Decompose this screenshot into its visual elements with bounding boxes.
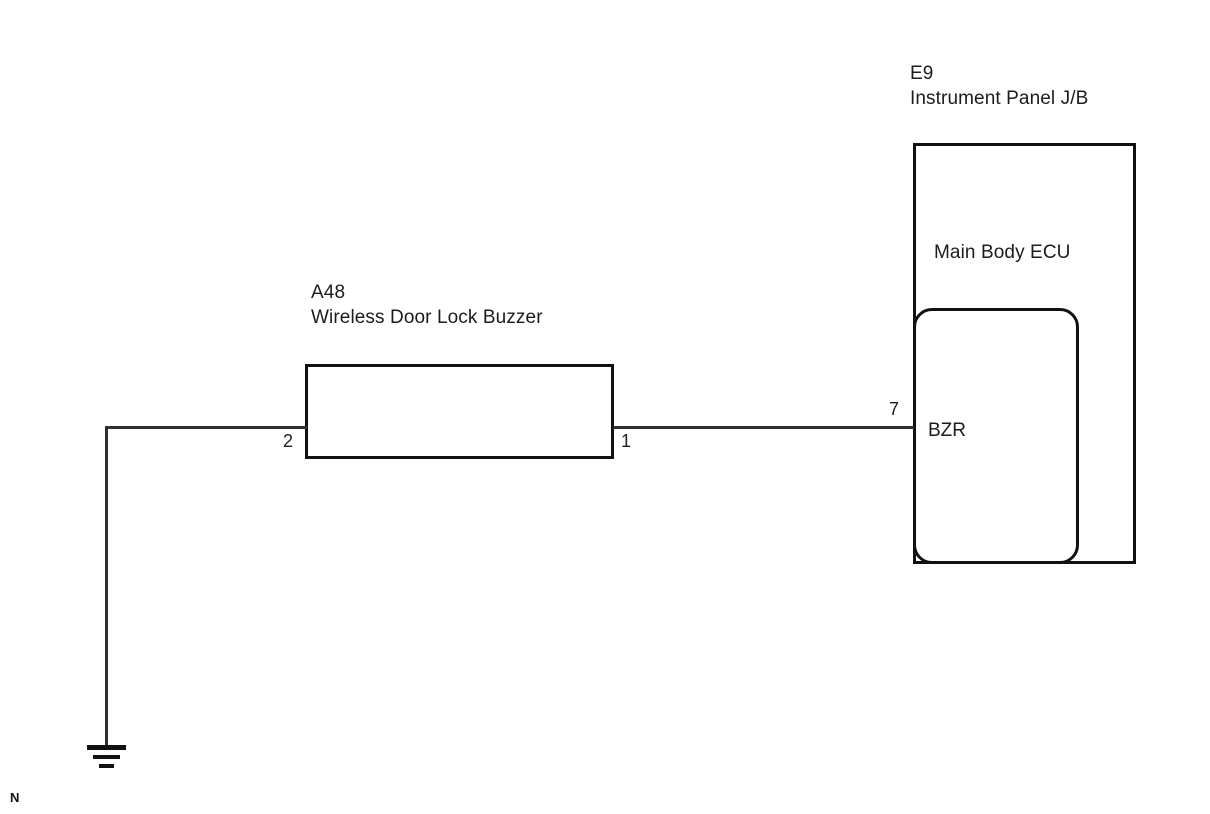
- main-body-ecu-label: Main Body ECU: [934, 242, 1071, 263]
- pin-number-1: 1: [621, 431, 632, 451]
- e9-component-name: Instrument Panel J/B: [910, 88, 1089, 109]
- e9-component-code: E9: [910, 63, 934, 84]
- wireless-door-lock-buzzer-box: [305, 364, 614, 459]
- bzr-terminal-label: BZR: [928, 420, 966, 441]
- sheet-corner-mark: N: [10, 790, 20, 805]
- a48-component-code: A48: [311, 282, 346, 303]
- bzr-connector-block: [913, 308, 1079, 564]
- a48-component-name: Wireless Door Lock Buzzer: [311, 307, 543, 328]
- ground-bar-top: [87, 745, 126, 750]
- pin-number-2: 2: [283, 431, 294, 451]
- ground-bar-middle: [93, 755, 120, 759]
- wire-ground-vertical: [105, 426, 108, 746]
- ground-bar-bottom: [99, 764, 114, 768]
- pin-number-7: 7: [889, 399, 900, 419]
- wire-buzzer-pin1-to-bzr: [613, 426, 914, 429]
- wire-buzzer-pin2-horizontal: [105, 426, 307, 429]
